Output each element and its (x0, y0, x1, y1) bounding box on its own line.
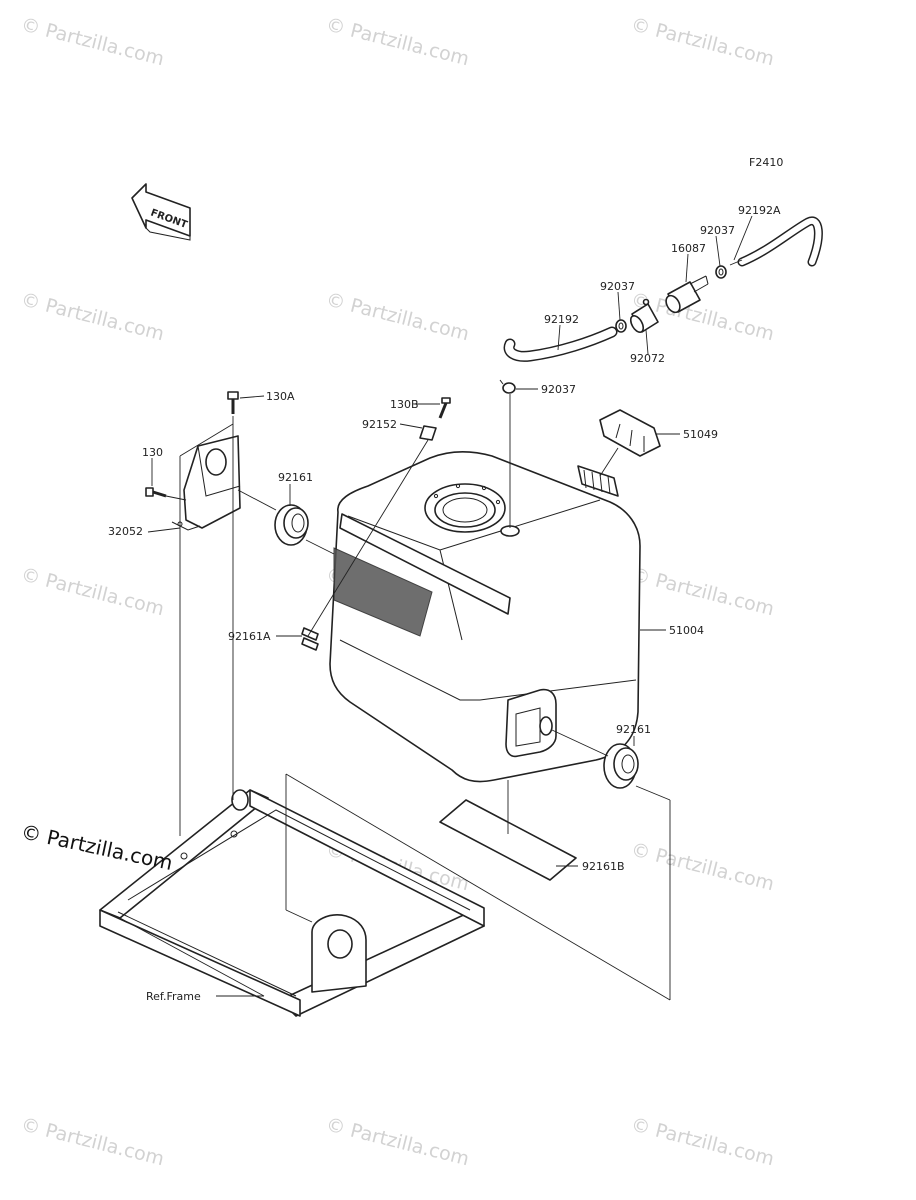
watermark: © Partzilla.com (324, 14, 472, 71)
label-clamp-tank: 92037 (541, 383, 576, 396)
collar-92152 (419, 425, 437, 441)
watermark: © Partzilla.com (629, 1114, 777, 1171)
fuel-filter-16087 (665, 275, 709, 314)
damper-92161a (301, 627, 319, 651)
watermark: © Partzilla.com (19, 289, 167, 346)
figure-code: F2410 (749, 156, 783, 169)
joint-92072 (629, 298, 659, 333)
damper-92161-side (603, 743, 639, 789)
damper-92161-top (274, 504, 309, 546)
pad-92161b (439, 799, 577, 881)
label-cap: 51049 (683, 428, 718, 441)
label-ref-frame: Ref.Frame (146, 990, 201, 1003)
label-bolt-a: 130A (266, 390, 295, 403)
label-hose: 92192 (544, 313, 579, 326)
bolt-130a (227, 391, 239, 414)
label-damper-top: 92161 (278, 471, 313, 484)
watermark: © Partzilla.com (324, 1114, 472, 1171)
label-joint: 92072 (630, 352, 665, 365)
label-filter: 16087 (671, 242, 706, 255)
bolt-130 (145, 487, 167, 498)
hose-92192 (503, 326, 618, 362)
label-bolt: 130 (142, 446, 163, 459)
fuel-cap-51049 (599, 409, 661, 457)
label-clamp-mid: 92037 (600, 280, 635, 293)
watermark: © Partzilla.com (629, 564, 777, 621)
bolt-130b (438, 397, 451, 419)
clamp-92037-mid (615, 319, 627, 333)
label-damper-side: 92161 (616, 723, 651, 736)
watermark: © Partzilla.com (629, 839, 777, 896)
label-bolt-b: 130B (390, 398, 419, 411)
callout-labels: 92192A 92037 16087 92037 92192 92072 920… (108, 204, 781, 1003)
leader-lines (119, 215, 753, 1001)
clamp-92037-tank (499, 379, 516, 394)
reference-frame (99, 789, 485, 1017)
label-pad: 92161B (582, 860, 625, 873)
front-arrow-icon: FRONT (131, 183, 191, 241)
label-hose-a: 92192A (738, 204, 781, 217)
watermark: © Partzilla.com (19, 564, 167, 621)
label-tank: 51004 (669, 624, 704, 637)
hose-92192a (729, 216, 823, 267)
site-watermark: © Partzilla.com (19, 819, 175, 875)
label-damper-a: 92161A (228, 630, 271, 643)
label-collar: 92152 (362, 418, 397, 431)
watermark: © Partzilla.com (629, 14, 777, 71)
label-bracket: 32052 (108, 525, 143, 538)
label-clamp-top: 92037 (700, 224, 735, 237)
watermark: © Partzilla.com (19, 14, 167, 71)
watermark: © Partzilla.com (324, 289, 472, 346)
clamp-92037-top (715, 265, 727, 279)
watermark: © Partzilla.com (19, 1114, 167, 1171)
bracket-32052 (171, 435, 241, 531)
fuel-tank-51004 (329, 450, 641, 783)
